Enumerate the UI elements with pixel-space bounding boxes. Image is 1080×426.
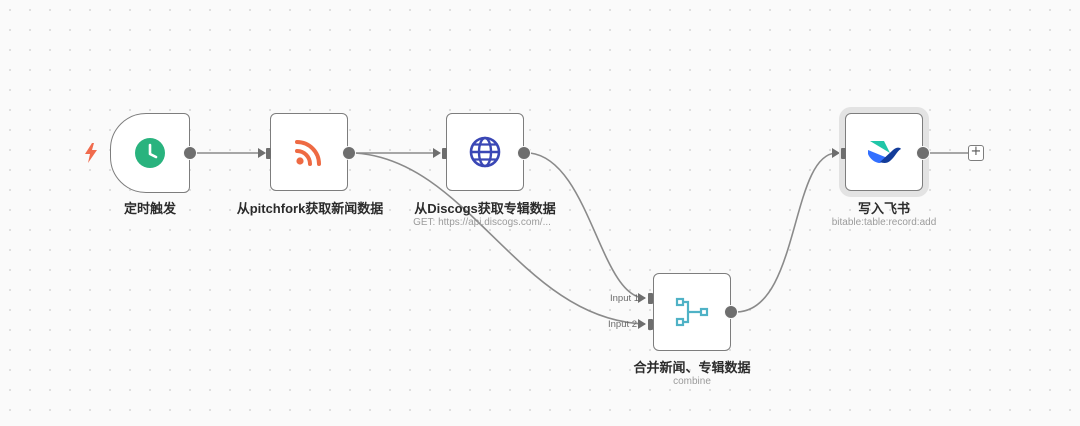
connection-rss-merge[interactable] (354, 152, 646, 325)
rss-icon (295, 140, 321, 166)
arrowhead (638, 293, 646, 303)
feishu-icon (868, 141, 901, 163)
input-port-2[interactable] (648, 319, 653, 330)
input-port-1[interactable] (648, 293, 653, 304)
input-label-2: Input 2 (608, 319, 638, 330)
plus-icon[interactable]: + (968, 145, 984, 161)
node-label: 从Discogs获取专辑数据 (414, 201, 556, 216)
arrowhead (433, 148, 441, 158)
output-port[interactable] (183, 146, 197, 160)
node-label: 合并新闻、专辑数据 (633, 360, 751, 375)
input-label-1: Input 1 (610, 293, 640, 304)
node-http-request[interactable] (446, 113, 524, 191)
output-port[interactable] (724, 305, 738, 319)
node-merge[interactable] (653, 273, 731, 351)
connection-merge-feishu[interactable] (736, 152, 837, 313)
node-label: 写入飞书 (857, 201, 910, 216)
clock-icon (135, 138, 165, 168)
node-subtitle: GET: https://api.discogs.com/... (413, 217, 551, 228)
node-subtitle: combine (673, 376, 711, 387)
input-port[interactable] (266, 148, 271, 159)
node-subtitle: bitable:table:record:add (831, 217, 937, 228)
output-port[interactable] (916, 146, 930, 160)
input-port[interactable] (442, 148, 447, 159)
arrowhead (832, 148, 840, 158)
input-port[interactable] (841, 148, 846, 159)
output-port[interactable] (342, 146, 356, 160)
node-rss-feed[interactable] (270, 113, 348, 191)
arrowhead (258, 148, 266, 158)
lightning-bolt-icon (85, 143, 97, 163)
node-label: 从pitchfork获取新闻数据 (236, 201, 384, 216)
output-port[interactable] (517, 146, 531, 160)
node-schedule-trigger[interactable] (110, 113, 190, 193)
merge-icon (675, 297, 709, 327)
globe-icon (469, 136, 501, 168)
node-label: 定时触发 (123, 201, 176, 216)
arrowhead (638, 319, 646, 329)
connection-http-merge[interactable] (529, 152, 646, 299)
node-feishu[interactable] (845, 113, 923, 191)
